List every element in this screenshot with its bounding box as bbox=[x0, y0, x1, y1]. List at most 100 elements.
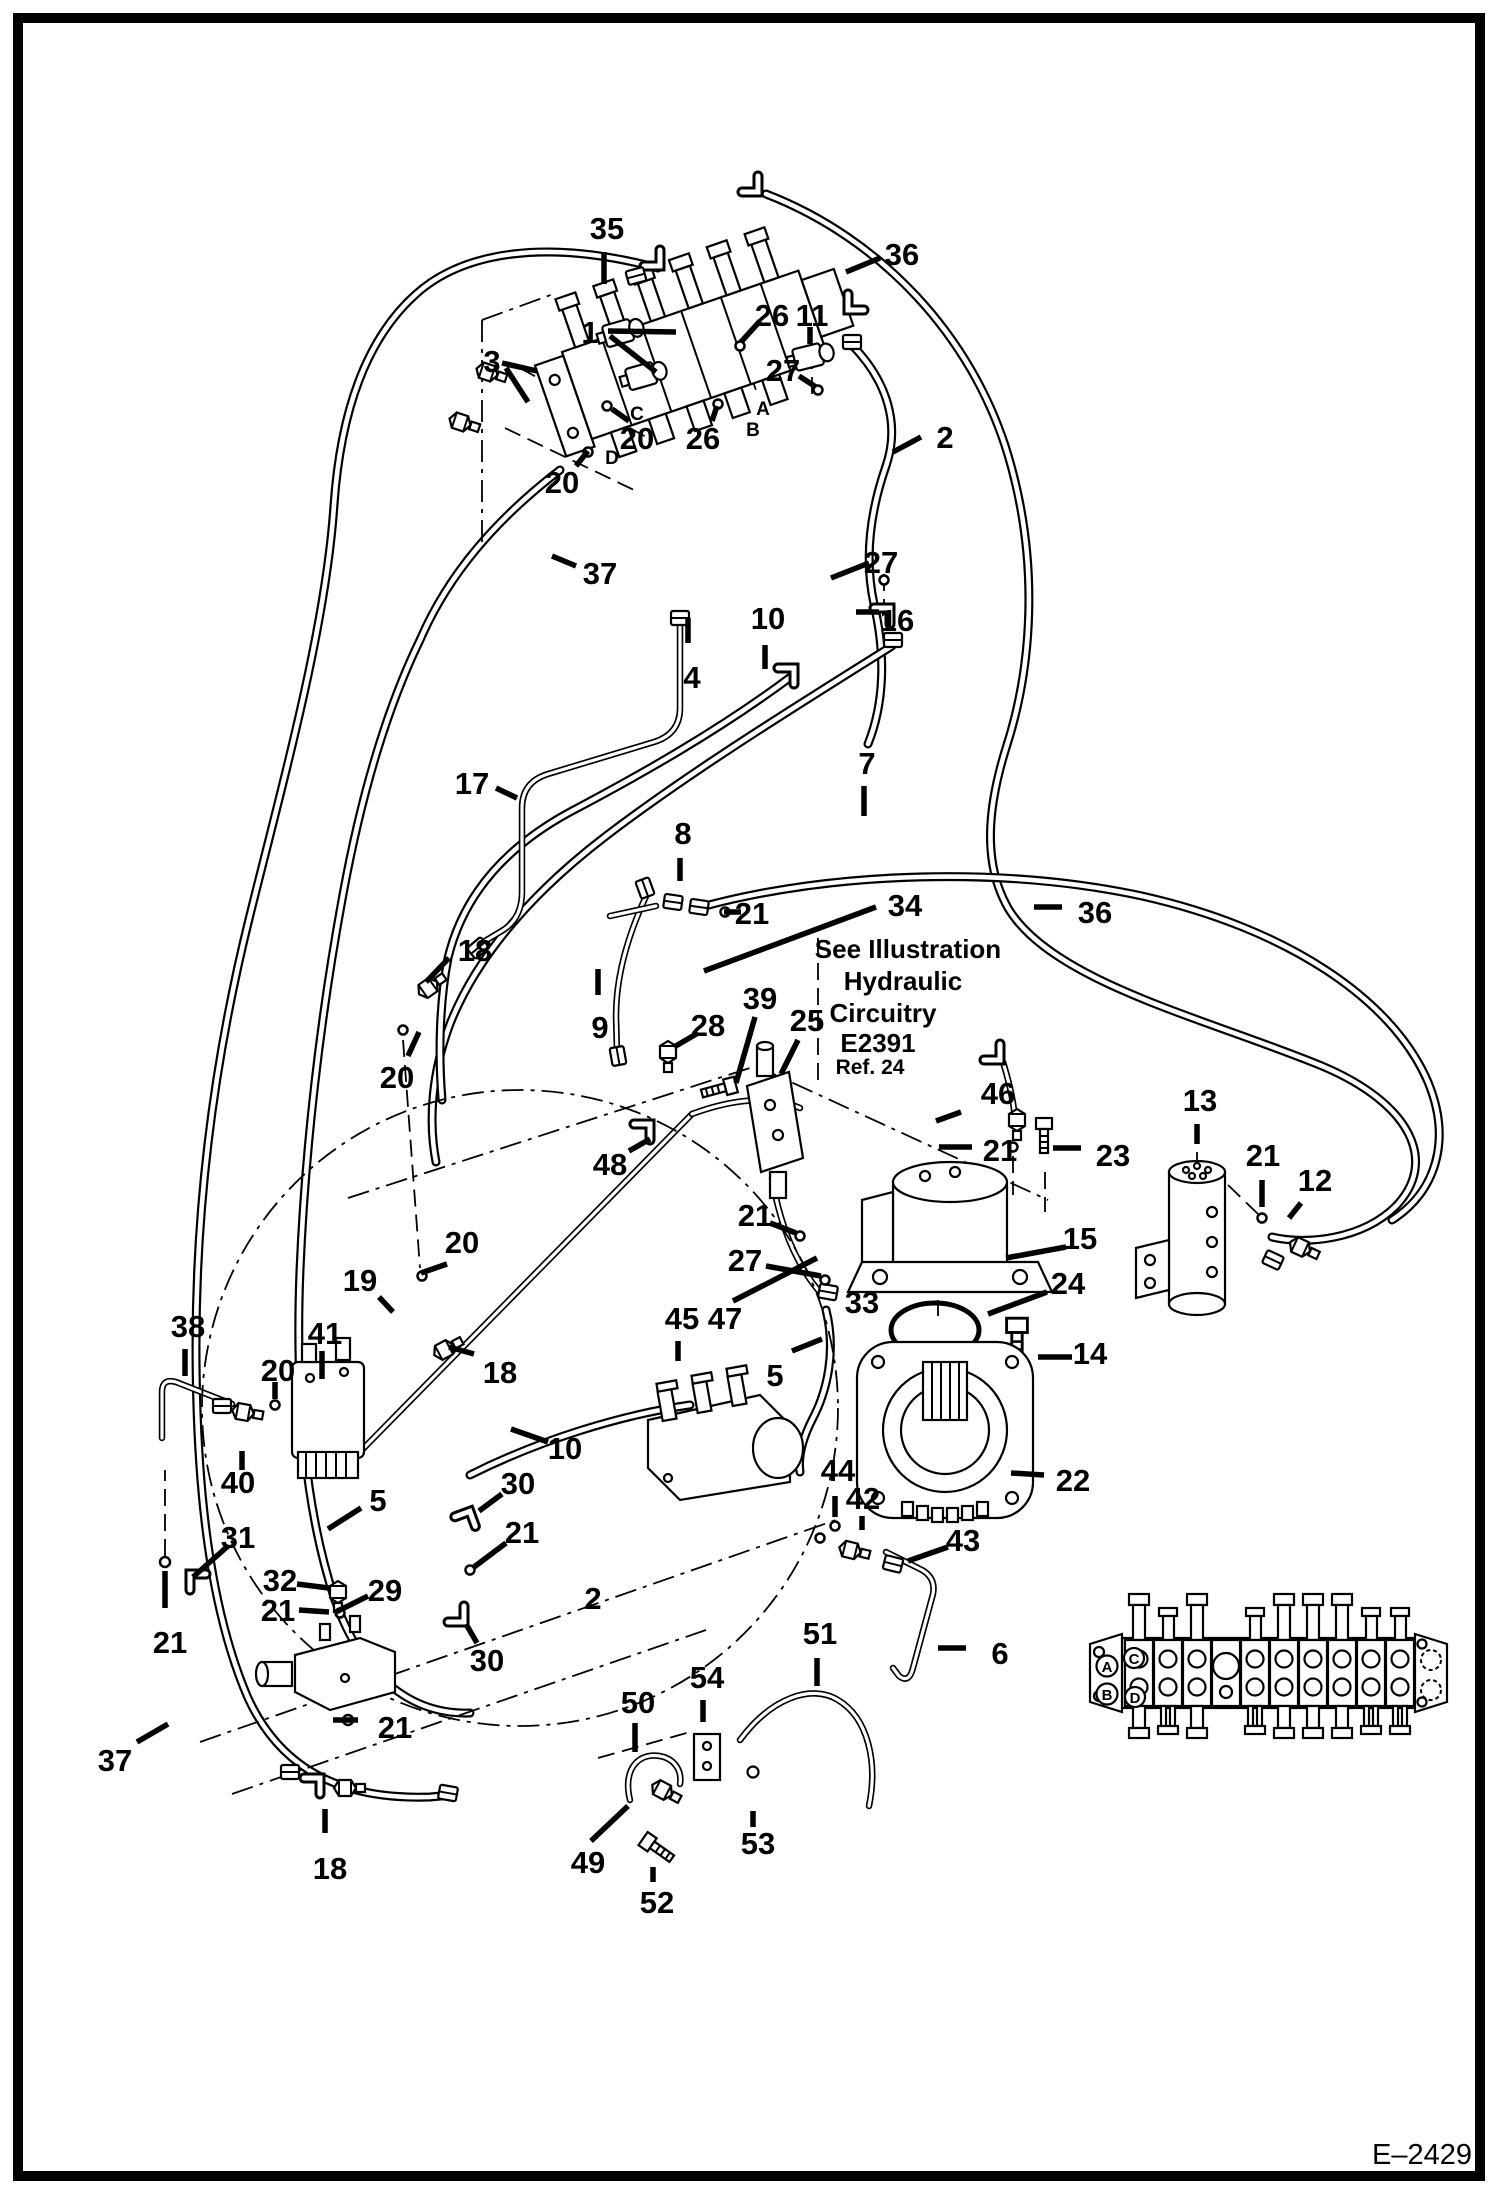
callout-21: 21 bbox=[983, 1133, 1017, 1168]
callout-49: 49 bbox=[571, 1845, 605, 1880]
valve-45 bbox=[646, 1364, 805, 1502]
leader-line-34 bbox=[703, 904, 877, 974]
inset-port-letter-A: A bbox=[1102, 1659, 1113, 1676]
callout-50: 50 bbox=[621, 1685, 655, 1720]
leader-line-17 bbox=[494, 785, 519, 801]
callout-28: 28 bbox=[691, 1008, 725, 1043]
callout-48: 48 bbox=[593, 1147, 627, 1182]
callout-25: 25 bbox=[790, 1003, 824, 1038]
leader-line-3 bbox=[501, 360, 538, 374]
border-frame bbox=[13, 13, 1485, 2181]
callout-6: 6 bbox=[991, 1636, 1008, 1671]
callout-5: 5 bbox=[369, 1483, 386, 1518]
callout-53: 53 bbox=[741, 1826, 775, 1861]
leader-line-10 bbox=[510, 1426, 549, 1445]
bracket-54 bbox=[692, 1732, 722, 1782]
callout-17: 17 bbox=[455, 766, 489, 801]
leader-line-31 bbox=[191, 1543, 230, 1580]
callout-10: 10 bbox=[751, 601, 785, 636]
callout-18: 18 bbox=[313, 1851, 347, 1886]
callout-9: 9 bbox=[591, 1010, 608, 1045]
callout-36: 36 bbox=[885, 237, 919, 272]
leader-line-25 bbox=[778, 1038, 801, 1076]
callout-20: 20 bbox=[380, 1060, 414, 1095]
callout-35: 35 bbox=[590, 211, 624, 246]
leader-line-46 bbox=[935, 1109, 962, 1124]
leader-line-3 bbox=[503, 366, 531, 404]
callout-21: 21 bbox=[153, 1625, 187, 1660]
leader-line-5 bbox=[790, 1336, 824, 1354]
callout-10: 10 bbox=[548, 1431, 582, 1466]
callout-27: 27 bbox=[864, 545, 898, 580]
leader-line-36 bbox=[844, 255, 882, 275]
leader-line-26 bbox=[709, 405, 720, 422]
callout-40: 40 bbox=[221, 1465, 255, 1500]
callout-3: 3 bbox=[483, 344, 500, 379]
callout-52: 52 bbox=[640, 1885, 674, 1920]
leader-line-5 bbox=[326, 1505, 363, 1532]
leader-line-30 bbox=[463, 1622, 480, 1645]
leader-line-15 bbox=[1005, 1244, 1067, 1261]
hose-nut bbox=[608, 1044, 628, 1068]
leader-line-49 bbox=[589, 1804, 630, 1843]
hose-nut bbox=[436, 1783, 460, 1803]
hose-nut bbox=[279, 1763, 301, 1781]
leader-line-47 bbox=[731, 1255, 819, 1304]
leader-line-18 bbox=[424, 956, 451, 984]
callout-21: 21 bbox=[505, 1515, 539, 1550]
callout-12: 12 bbox=[1298, 1163, 1332, 1198]
leader-line-20 bbox=[420, 1261, 448, 1276]
hose-nut bbox=[841, 333, 863, 351]
leader-line-12 bbox=[1286, 1201, 1304, 1220]
leader-line-43 bbox=[907, 1544, 949, 1564]
leader-line-37 bbox=[550, 553, 578, 569]
callout-33: 33 bbox=[845, 1285, 879, 1320]
callout-11: 11 bbox=[796, 298, 829, 333]
callout-32: 32 bbox=[263, 1563, 297, 1598]
leader-line-30 bbox=[477, 1491, 504, 1514]
swivel-13 bbox=[1134, 1159, 1227, 1317]
callout-16: 16 bbox=[880, 603, 914, 638]
leader-line-24 bbox=[987, 1289, 1048, 1317]
callout-8: 8 bbox=[674, 816, 691, 851]
note-line-4: Ref. 24 bbox=[836, 1056, 905, 1079]
reference-note: See IllustrationHydraulicCircuitryE2391R… bbox=[815, 934, 1001, 1079]
callout-2: 2 bbox=[936, 420, 953, 455]
note-line-0: See Illustration bbox=[815, 934, 1001, 964]
leader-line-22 bbox=[1010, 1470, 1045, 1478]
callout-37: 37 bbox=[98, 1743, 132, 1778]
leader-line-27 bbox=[829, 560, 871, 581]
tube-nut bbox=[211, 1397, 233, 1415]
leader-line-27 bbox=[797, 373, 818, 390]
valve-bank-inset bbox=[1088, 1592, 1449, 1740]
leader-line-19 bbox=[376, 1295, 396, 1314]
motor-15 bbox=[846, 1160, 1054, 1294]
callout-30: 30 bbox=[501, 1466, 535, 1501]
callout-27: 27 bbox=[728, 1243, 762, 1278]
manifold-25 bbox=[745, 1040, 805, 1200]
o-rings bbox=[158, 340, 1268, 1727]
callout-43: 43 bbox=[946, 1523, 980, 1558]
callout-21: 21 bbox=[738, 1198, 772, 1233]
leader-line-37 bbox=[135, 1721, 170, 1745]
port-letter-B: B bbox=[746, 420, 760, 441]
leader-line-1 bbox=[608, 333, 658, 375]
port-letter-C: C bbox=[630, 404, 644, 425]
callout-21: 21 bbox=[735, 896, 769, 931]
callout-18: 18 bbox=[483, 1355, 517, 1390]
leader-line-48 bbox=[627, 1136, 652, 1154]
callout-23: 23 bbox=[1096, 1138, 1130, 1173]
callout-21: 21 bbox=[1246, 1138, 1280, 1173]
callout-leader-lines bbox=[135, 252, 1304, 1882]
filter-41 bbox=[290, 1336, 366, 1480]
callout-41: 41 bbox=[308, 1316, 342, 1351]
callout-26: 26 bbox=[755, 298, 789, 333]
inset-port-letter-B: B bbox=[1102, 1687, 1113, 1704]
leader-line-2 bbox=[891, 434, 923, 455]
callout-38: 38 bbox=[171, 1309, 205, 1344]
leader-line-20 bbox=[573, 449, 591, 468]
callout-44: 44 bbox=[821, 1453, 856, 1488]
